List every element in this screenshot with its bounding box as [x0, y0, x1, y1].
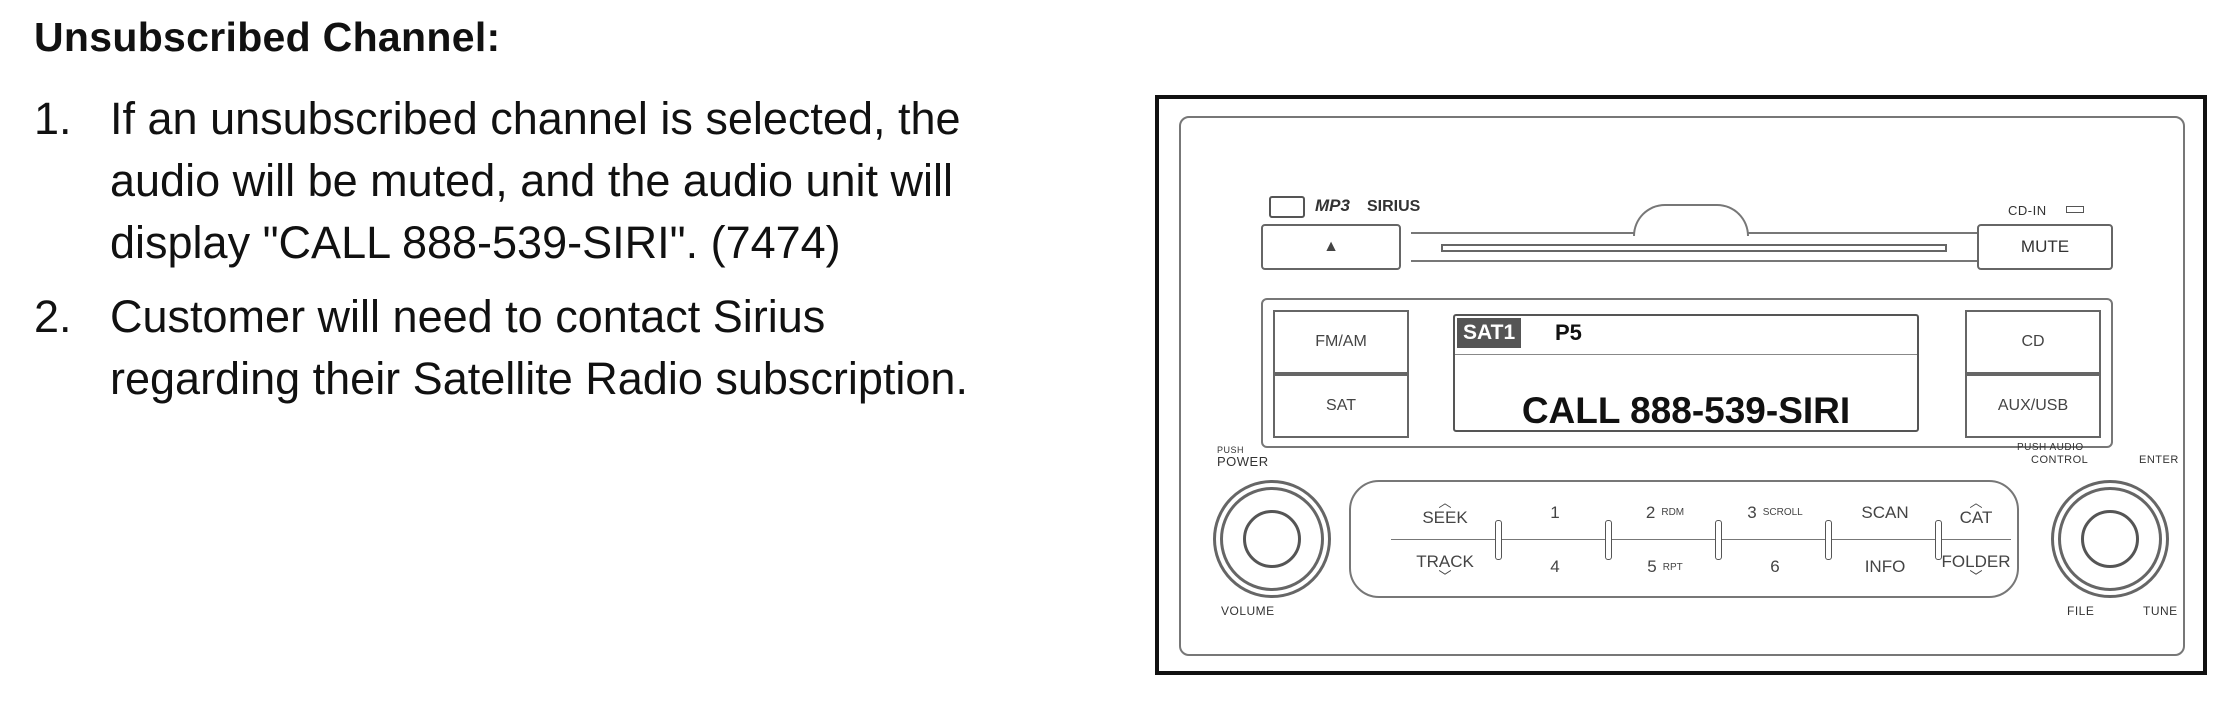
lcd-display: SAT1 P5 CALL 888-539-SIRI	[1453, 314, 1919, 432]
slot-notch	[1633, 204, 1749, 236]
chevron-up-icon: ︿	[1438, 494, 1452, 510]
preset-1-button[interactable]: 1	[1501, 486, 1609, 540]
section-heading: Unsubscribed Channel:	[34, 14, 501, 60]
seek-button[interactable]: ︿SEEK	[1391, 486, 1499, 540]
knob-center	[1243, 510, 1301, 568]
mp3-logo: MP3	[1315, 196, 1350, 215]
button-separator	[1495, 520, 1502, 560]
audio-control-tune-knob[interactable]	[2051, 480, 2169, 598]
preset-4-button[interactable]: 4	[1550, 557, 1560, 576]
eject-button[interactable]: ▲	[1261, 224, 1401, 270]
info-button[interactable]: INFO	[1864, 557, 1906, 576]
folder-button[interactable]: FOLDER﹀	[1941, 552, 2011, 584]
radio-illustration-frame: MP3 SIRIUS CD-IN ▲ MUTE FM/AM SAT SAT1 P…	[1155, 95, 2207, 675]
step-line: If an unsubscribed channel is selected, …	[110, 93, 961, 144]
step-line: Customer will need to contact Sirius	[110, 291, 826, 342]
preset-indicator: P5	[1555, 320, 1582, 345]
lcd-message: CALL 888-539-SIRI	[1521, 390, 1851, 431]
list-item: 1. If an unsubscribed channel is selecte…	[34, 88, 1094, 274]
track-button[interactable]: TRACK﹀	[1416, 552, 1474, 584]
display-panel: FM/AM SAT SAT1 P5 CALL 888-539-SIRI CD A…	[1261, 298, 2113, 448]
button-separator	[1715, 520, 1722, 560]
steps-list: 1. If an unsubscribed channel is selecte…	[34, 88, 1094, 422]
volume-label: VOLUME	[1221, 604, 1275, 618]
cd-button[interactable]: CD	[1965, 310, 2101, 374]
control-label: CONTROL	[2031, 454, 2089, 466]
push-audio-label: PUSH AUDIO	[2017, 442, 2084, 453]
step-line: regarding their Satellite Radio subscrip…	[110, 353, 968, 404]
knob-center	[2081, 510, 2139, 568]
mute-button[interactable]: MUTE	[1977, 224, 2113, 270]
cat-button[interactable]: ︿CAT	[1941, 486, 2011, 540]
chevron-down-icon: ﹀	[1969, 569, 1983, 584]
fm-am-button[interactable]: FM/AM	[1273, 310, 1409, 374]
scan-button[interactable]: SCAN	[1831, 486, 1939, 540]
step-line: display "CALL 888-539-SIRI". (7474)	[110, 217, 841, 268]
lcd-divider	[1455, 354, 1917, 355]
chevron-up-icon: ︿	[1969, 494, 1983, 510]
cd-in-label: CD-IN	[2008, 203, 2047, 218]
sirius-logo: SIRIUS	[1367, 198, 1421, 215]
cd-logo-icon	[1269, 196, 1305, 218]
push-label: PUSH	[1217, 445, 1245, 455]
step-number: 1.	[34, 93, 72, 144]
step-number: 2.	[34, 291, 72, 342]
band-indicator: SAT1	[1457, 318, 1522, 348]
preset-6-button[interactable]: 6	[1770, 557, 1780, 576]
step-line: audio will be muted, and the audio unit …	[110, 155, 954, 206]
list-item: 2. Customer will need to contact Sirius …	[34, 286, 1094, 410]
radio-head-unit: MP3 SIRIUS CD-IN ▲ MUTE FM/AM SAT SAT1 P…	[1179, 116, 2185, 656]
power-label: POWER	[1217, 454, 1269, 469]
enter-label: ENTER	[2139, 454, 2179, 466]
sat-button[interactable]: SAT	[1273, 374, 1409, 438]
cd-in-indicator-icon	[2066, 206, 2084, 213]
file-label: FILE	[2067, 604, 2095, 618]
aux-usb-button[interactable]: AUX/USB	[1965, 374, 2101, 438]
cd-slot	[1411, 204, 1977, 262]
chevron-down-icon: ﹀	[1438, 569, 1452, 584]
volume-power-knob[interactable]	[1213, 480, 1331, 598]
button-separator	[1605, 520, 1612, 560]
cd-slot-bar: ▲ MUTE	[1261, 204, 2113, 270]
tune-label: TUNE	[2143, 604, 2178, 618]
cd-slot-opening	[1441, 244, 1947, 252]
button-separator	[1825, 520, 1832, 560]
button-separator	[1935, 520, 1942, 560]
